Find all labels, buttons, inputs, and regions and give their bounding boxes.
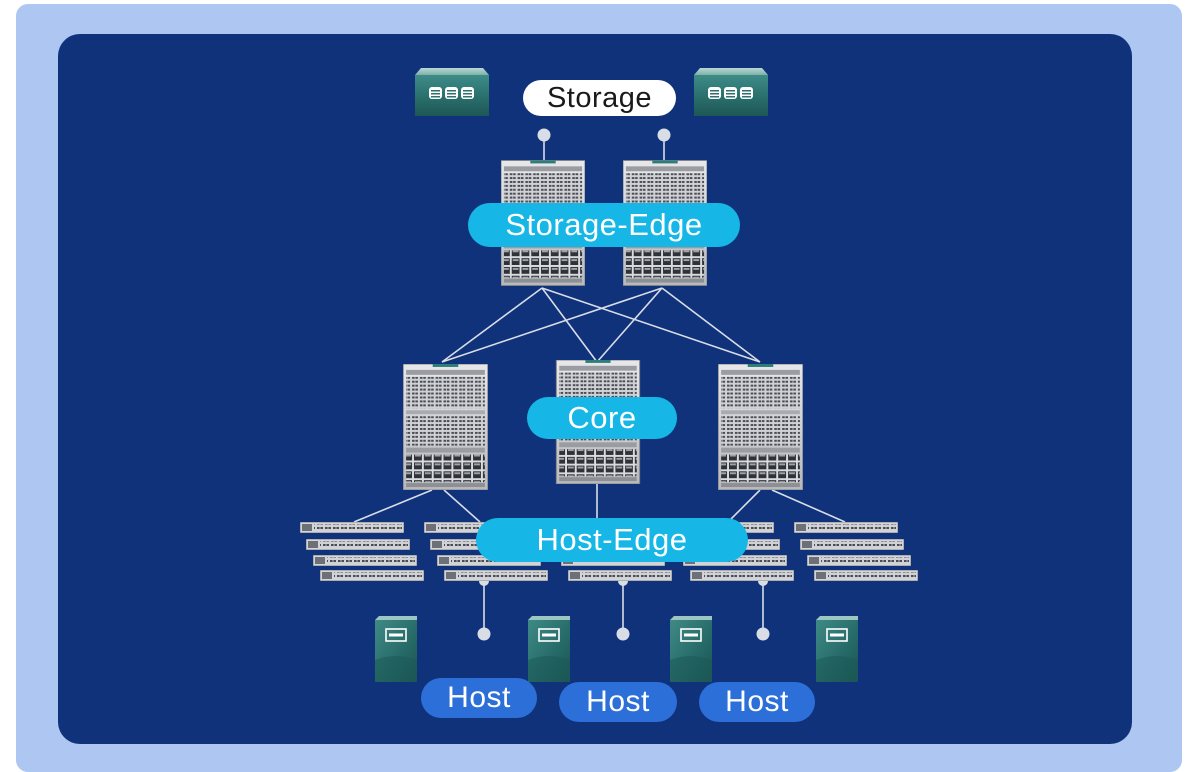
storage-array-icon <box>415 68 489 116</box>
connector-dot <box>477 627 491 641</box>
fabric-switch-icon <box>320 570 424 581</box>
host-edge-label: Host-Edge <box>476 518 748 562</box>
connector-dot <box>657 128 671 142</box>
link-storage-edge-1-core-1 <box>441 287 543 363</box>
host-label-1: Host <box>421 678 537 718</box>
server-host-icon <box>670 616 712 682</box>
core-label: Core <box>527 397 677 439</box>
fabric-links <box>353 135 846 634</box>
fabric-switch-icon <box>568 570 672 581</box>
fabric-switch-icon <box>444 570 548 581</box>
fabric-switch-icon <box>794 522 898 533</box>
host-label-2: Host <box>559 682 677 722</box>
link-storage-edge-2-core-2 <box>596 287 663 363</box>
link-storage-edge-2-core-3 <box>661 287 761 363</box>
link-storage-edge-1-core-3 <box>541 287 761 363</box>
connector-dot <box>756 627 770 641</box>
storage-label: Storage <box>523 80 676 116</box>
storage-edge-label: Storage-Edge <box>468 203 740 247</box>
server-host-icon <box>528 616 570 682</box>
fabric-switch-icon <box>300 522 404 533</box>
storage-array-icon <box>694 68 768 116</box>
host-label-3: Host <box>699 682 815 722</box>
fabric-switch-icon <box>814 570 918 581</box>
link-storage-edge-2-core-1 <box>441 287 663 363</box>
connector-dot <box>616 627 630 641</box>
link-core-1-host-edge-left <box>353 489 433 523</box>
fabric-switch-icon <box>800 539 904 550</box>
host-edge-switch-stack-left <box>300 522 424 581</box>
fabric-switch-icon <box>313 555 417 566</box>
connector-dots <box>477 128 770 641</box>
link-storage-edge-1-core-2 <box>541 287 598 363</box>
link-core-1-host-edge-mid <box>443 489 481 523</box>
host-edge-switch-stack-right <box>794 522 918 581</box>
director-switch-icon <box>403 364 488 490</box>
fabric-switch-icon <box>690 570 794 581</box>
director-switch-icon <box>718 364 803 490</box>
fabric-switch-icon <box>807 555 911 566</box>
server-host-icon <box>375 616 417 682</box>
fabric-switch-icon <box>306 539 410 550</box>
server-host-icon <box>816 616 858 682</box>
connector-dot <box>537 128 551 142</box>
link-core-3-host-edge-mid <box>727 489 761 523</box>
link-core-3-host-edge-right <box>771 489 846 523</box>
